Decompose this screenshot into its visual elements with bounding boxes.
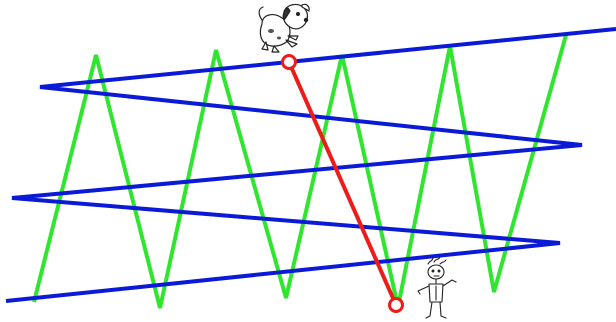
green-zigzag-path [32, 34, 568, 309]
red-rope-line [287, 61, 398, 306]
stick-figure-icon [417, 256, 457, 319]
bottom-handle[interactable] [388, 297, 404, 313]
blue-zigzag-path [5, 27, 616, 303]
dog-icon [258, 3, 310, 53]
top-handle[interactable] [281, 54, 297, 70]
